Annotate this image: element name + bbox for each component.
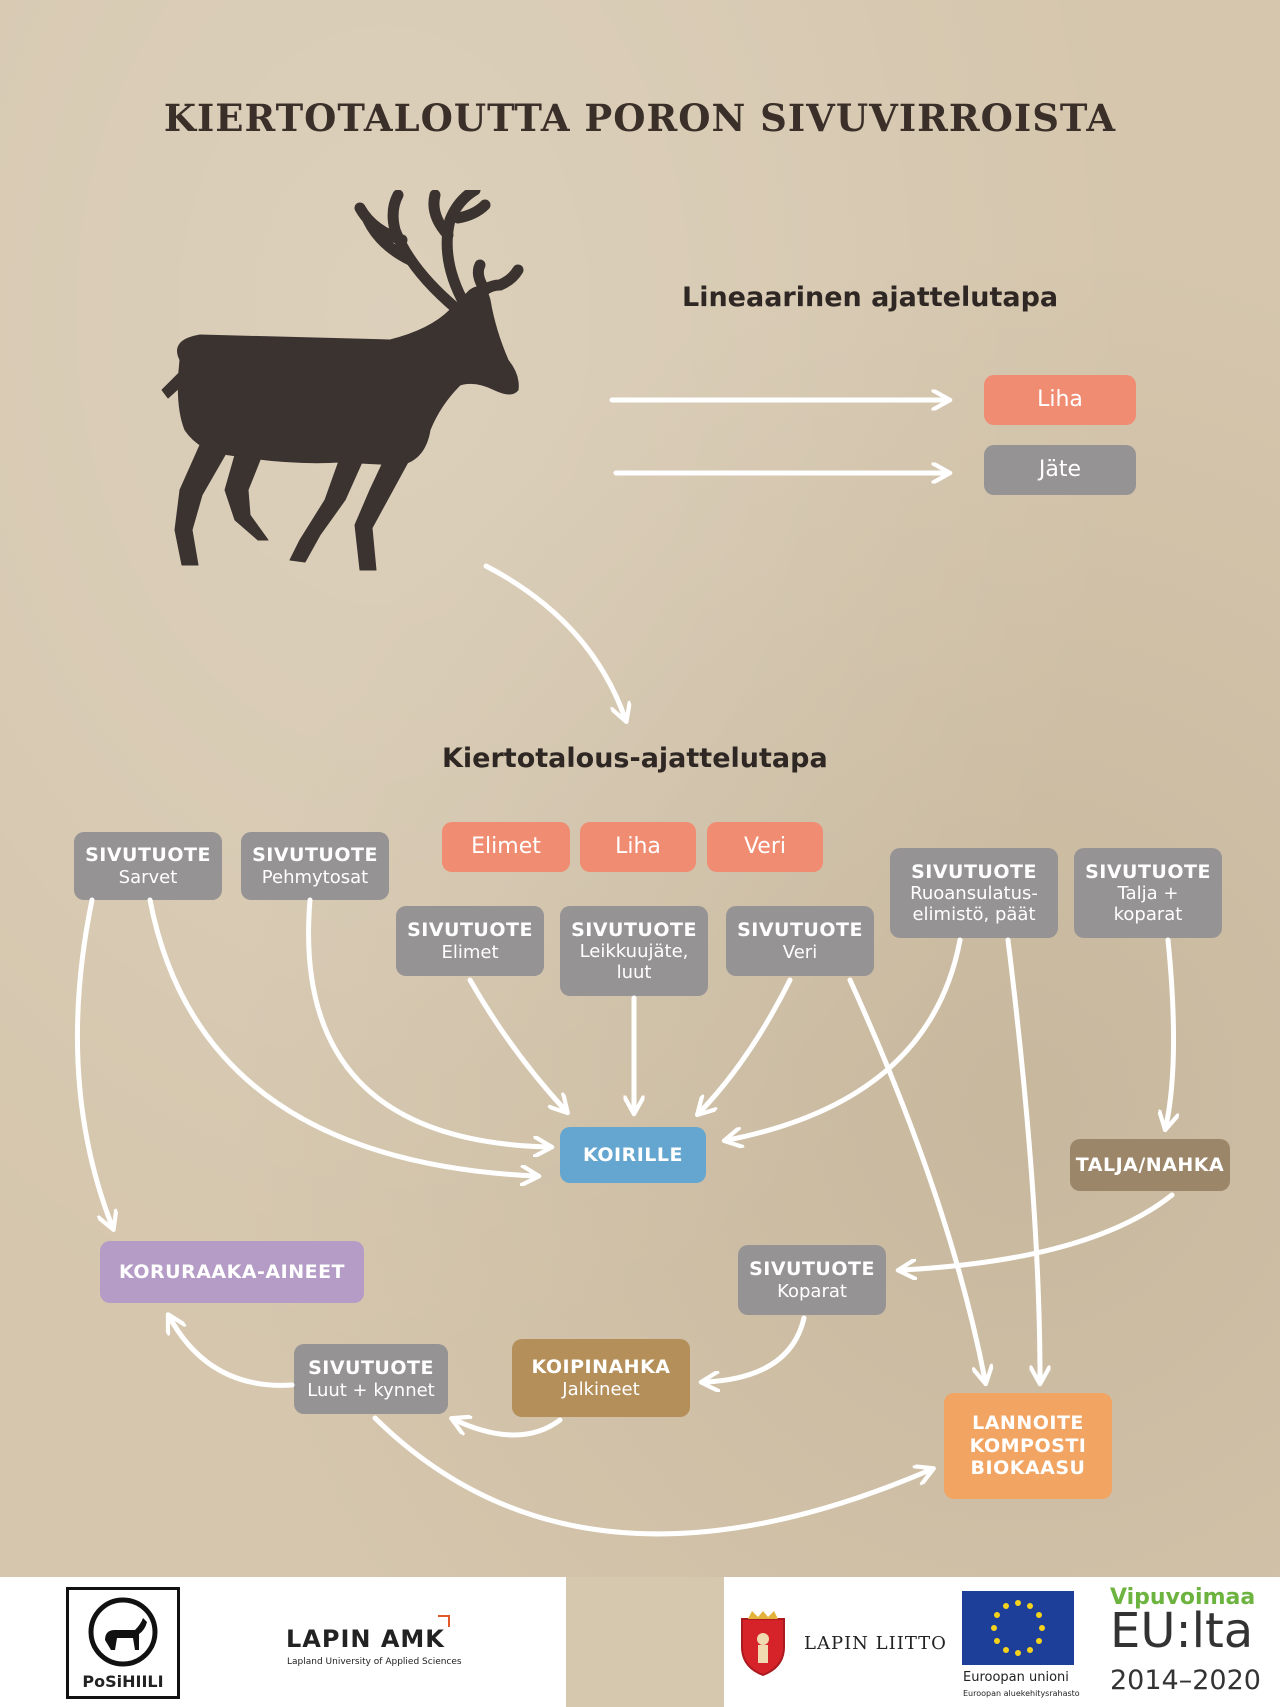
linear-heading: Lineaarinen ajattelutapa — [682, 282, 1059, 313]
eu-flag-icon — [962, 1591, 1074, 1665]
byproduct-koparat: SIVUTUOTE Koparat — [738, 1245, 886, 1315]
byproduct-elimet: SIVUTUOTE Elimet — [396, 906, 544, 976]
byproduct-sarvet: SIVUTUOTE Sarvet — [74, 832, 222, 900]
eu-text: Euroopan unioni — [963, 1670, 1069, 1685]
arrow-koparat-koipinahka — [705, 1315, 807, 1382]
arrow-luut-koruraaka — [170, 1318, 295, 1388]
posihiili-logo: PoSiHIILI — [66, 1587, 180, 1699]
arrow-ruoansulatus-lannoite — [1005, 937, 1040, 1380]
arrow-elimet-koirille — [467, 977, 565, 1110]
posihiili-text: PoSiHIILI — [82, 1672, 164, 1691]
arrow-luut-lannoite — [372, 1415, 930, 1537]
lapin-liitto-text: LAPIN LIITTO — [804, 1633, 947, 1654]
arrow-koipinahka-luut — [455, 1420, 563, 1438]
lapin-amk-subtitle: Lapland University of Applied Sciences — [287, 1657, 462, 1667]
page-title: KIERTOTALOUTTA PORON SIVUVIRROISTA — [163, 96, 1117, 140]
destination-talja-nahka: TALJA/NAHKA — [1070, 1139, 1230, 1191]
lapin-amk-logo: LAPIN AMK — [286, 1625, 445, 1653]
arrow-veri-koirille — [700, 977, 793, 1112]
reindeer-cycle-icon — [88, 1597, 158, 1667]
byproduct-talja: SIVUTUOTE Talja + koparat — [1074, 848, 1222, 938]
destination-koruraaka-aineet: KORURAAKA-AINEET — [100, 1241, 364, 1303]
flow-arrows — [74, 0, 1280, 1537]
destination-lannoite: LANNOITE KOMPOSTI BIOKAASU — [944, 1393, 1112, 1499]
byproduct-ruoansulatus: SIVUTUOTE Ruoansulatus- elimistö, päät — [890, 848, 1058, 938]
linear-output-jate: Jäte — [984, 445, 1136, 495]
arrow-to-circular — [483, 563, 625, 718]
eulta-text: EU:lta — [1110, 1603, 1254, 1659]
lapin-amk-accent-icon — [438, 1615, 450, 1627]
reindeer-icon — [161, 190, 524, 571]
destination-koirille: KOIRILLE — [560, 1127, 706, 1183]
arrow-pehmytosat-koirille — [306, 897, 548, 1147]
primary-veri: Veri — [707, 822, 823, 872]
byproduct-luut-kynnet: SIVUTUOTE Luut + kynnet — [294, 1344, 448, 1414]
destination-koipinahka: KOIPINAHKA Jalkineet — [512, 1339, 690, 1417]
footer: PoSiHIILI LAPIN AMK Lapland University o… — [0, 1577, 1280, 1707]
primary-liha: Liha — [580, 822, 696, 872]
eu-subtitle: Euroopan aluekehitysrahasto — [963, 1689, 1080, 1698]
byproduct-veri: SIVUTUOTE Veri — [726, 906, 874, 976]
primary-elimet: Elimet — [442, 822, 570, 872]
lapin-liitto-crest-icon — [741, 1611, 785, 1677]
background — [0, 0, 1280, 1577]
arrow-talja-talja-nahka — [1166, 937, 1174, 1126]
arrow-ruoansulatus-koirille — [728, 937, 963, 1140]
arrow-talja-nahka-koparat — [902, 1192, 1175, 1270]
linear-output-liha: Liha — [984, 375, 1136, 425]
arrow-veri-lannoite — [847, 977, 985, 1380]
vipuvoimaa-text: Vipuvoimaa — [1110, 1585, 1256, 1610]
byproduct-pehmytosat: SIVUTUOTE Pehmytosat — [241, 832, 389, 900]
arrow-sarvet-koirille — [147, 897, 535, 1176]
arrow-sarvet-koruraaka — [74, 897, 112, 1226]
byproduct-leikkuujate: SIVUTUOTE Leikkuujäte, luut — [560, 906, 708, 996]
years-text: 2014–2020 — [1110, 1665, 1261, 1696]
circular-heading: Kiertotalous-ajattelutapa — [442, 743, 828, 774]
